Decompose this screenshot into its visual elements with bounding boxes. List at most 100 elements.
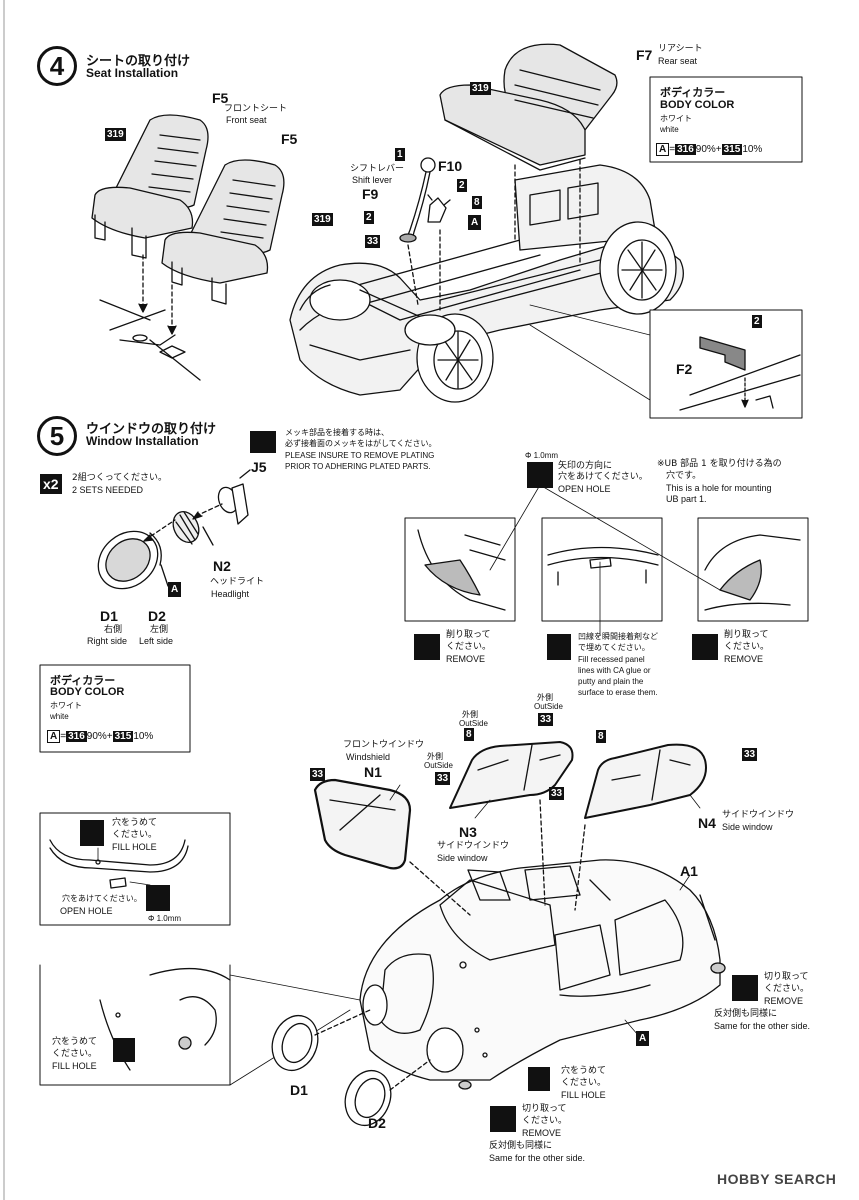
right-side-en: Right side [87,636,128,646]
part-f10: F10 [438,158,463,174]
outside-jp-c: 外側 [427,752,443,761]
headlight-rims [271,1014,392,1127]
code-2-c: 2 [752,315,762,328]
fill-en-3: putty and plain the [578,677,644,686]
cut-en-1: REMOVE [764,996,804,1006]
part-d2: D2 [148,608,166,624]
code-33-a: 33 [365,235,381,248]
left-side-en: Left side [139,636,174,646]
code-a-2: A [168,582,182,597]
code-2-a: 2 [457,179,467,192]
part-d2-b: D2 [368,1115,386,1131]
body-color-jp-2: ボディカラー [50,674,116,687]
cut-en-2: REMOVE [522,1128,562,1138]
code-315-2: 315 [112,731,134,742]
fill-hole-icon-3 [528,1067,550,1091]
side-window-en-a: Side window [437,853,488,863]
ub-note-en-1: This is a hole for mounting [666,483,772,493]
body-color-jp-1: ボディカラー [660,86,726,99]
same-jp-2: 反対側も同様に [489,1141,553,1151]
rear-seat [439,43,618,171]
windshield-part [313,778,412,870]
part-f5-a: F5 [212,90,229,106]
remove-jp-1b: ください。 [446,642,492,652]
code-33-f: 33 [310,768,326,781]
drill-icon-1 [527,462,553,488]
code-1: 1 [395,148,405,161]
fill-hole-icon-1 [80,820,104,846]
fill-hole-en-3: FILL HOLE [561,1090,606,1100]
cut-icon-1 [732,975,758,1001]
detail-box-center [541,517,663,622]
remove-icon-1 [414,634,440,660]
code-315: 315 [721,144,743,155]
fill-hole-jp-2b: ください。 [52,1049,98,1059]
code-33-e: 33 [549,787,565,800]
cut-jp-2b: ください。 [522,1116,568,1126]
body-color-en-1: BODY COLOR [660,99,735,111]
front-seat-left [91,114,209,259]
step-4-title-jp: シートの取り付け [86,54,191,69]
plus-sign-2: + [106,731,113,742]
part-j5: J5 [251,459,267,475]
fill-hole-jp-1a: 穴をうめて [112,818,158,828]
ub-note-jp-1: ※UB 部品 1 を取り付ける為の [657,459,782,469]
rear-seat-jp: リアシート [658,44,703,54]
step-4-title-en: Seat Installation [86,66,179,80]
pct-10: 10% [742,144,763,155]
pct-90: 90% [695,144,716,155]
eq-sign-2: = [60,731,67,742]
white-en-1: white [660,125,679,134]
code-a-1: A [468,215,482,230]
part-f5-b: F5 [281,131,298,147]
step-5-number: 5 [37,416,77,456]
front-seat-en: Front seat [226,115,267,125]
eq-sign: = [669,144,676,155]
part-a1: A1 [680,863,698,879]
outside-en-b: OutSide [459,719,488,728]
chassis [289,164,684,403]
remove-jp-2b: ください。 [724,642,770,652]
part-n2: N2 [213,558,231,574]
remove-en-2: REMOVE [724,654,764,664]
fill-en-1: Fill recessed panel [578,655,645,664]
detail-box-left [404,517,516,622]
rear-seat-en: Rear seat [658,56,698,66]
phi-label-1: Φ 1.0mm [525,451,559,460]
headlight-assembly [97,483,249,590]
fill-jp-2: で埋めてください。 [578,643,650,652]
code-8-a: 8 [472,196,482,209]
same-jp-1: 反対側も同様に [714,1009,778,1019]
fill-hole-jp-3b: ください。 [561,1078,607,1088]
part-f9: F9 [362,186,379,202]
watermark: HOBBY SEARCH [717,1171,837,1187]
part-f7: F7 [636,47,653,63]
detail-box-right [697,517,809,622]
part-n1: N1 [364,764,382,780]
right-side-jp: 右側 [104,625,123,635]
remove-icon-2 [692,634,718,660]
cut-jp-2a: 切り取って [522,1104,567,1114]
same-en-1: Same for the other side. [714,1021,811,1031]
white-jp-2: ホワイト [50,701,82,710]
plating-jp-2: 必ず接着面のメッキをはがしてください。 [285,439,437,448]
fill-hole-en-1: FILL HOLE [112,842,157,852]
code-319-b: 319 [312,213,333,226]
white-en-2: white [50,712,69,721]
fill-jp-1: 凹線を瞬間接着剤など [578,632,658,641]
f2-detail [679,336,801,411]
headlight-en: Headlight [211,589,250,599]
open-hole-jp-2: 穴をあけてください。 [558,472,648,482]
open-hole-en-b: OPEN HOLE [60,906,113,916]
windshield-en: Windshield [346,752,391,762]
part-d1-b: D1 [290,1082,308,1098]
code-319-c: 319 [470,82,491,95]
pct-90-2: 90% [86,731,107,742]
open-hole-jp-b: 穴をあけてください。 [62,894,142,903]
code-319-a: 319 [105,128,126,141]
sets-en: 2 SETS NEEDED [72,485,144,495]
plating-jp-1: メッキ部品を接着する時は、 [285,428,389,437]
